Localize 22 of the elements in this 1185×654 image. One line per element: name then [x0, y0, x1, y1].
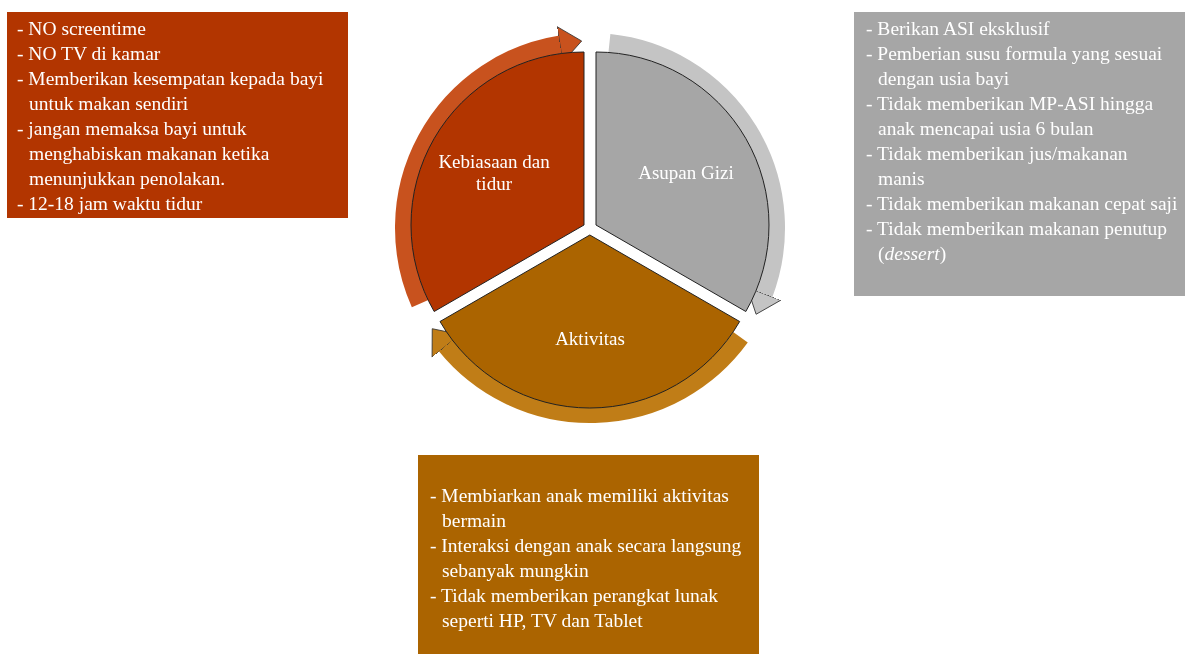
- bullet-item: - 12-18 jam waktu tidur: [17, 192, 204, 216]
- bullet-item: - Interaksi dengan anak secara langsung sebanyak mungkin: [430, 534, 743, 583]
- curved-arrow: [607, 34, 785, 316]
- bullet-item: - Tidak memberikan jus/makanan manis: [866, 142, 1129, 191]
- bullet-item: - Tidak memberikan makanan cepat saji: [866, 192, 1179, 216]
- text-box: [418, 455, 759, 654]
- bullet-item: - Tidak memberikan makanan penutup (dessert): [866, 217, 1169, 266]
- bullet-item: - Pemberian susu formula yang sesuai dengan usia bayi: [866, 42, 1164, 91]
- bullet-item: - Memberikan kesempatan kepada bayi untuk makan sendiri: [17, 67, 325, 116]
- text-box: [854, 12, 1185, 296]
- bullet-item: - jangan memaksa bayi untuk menghabiskan makanan ketika menunjukkan penolakan.: [17, 117, 271, 191]
- bullet-item: - Tidak memberikan perangkat lunak seperti HP, TV dan Tablet: [430, 584, 720, 633]
- bullet-item: - NO TV di kamar: [17, 42, 162, 66]
- bullet-item: - Berikan ASI eksklusif: [866, 17, 1051, 41]
- sector-label: Kebiasaan dan tidur: [437, 150, 551, 195]
- sector-label: Asupan Gizi: [637, 161, 735, 184]
- bullet-item: - Membiarkan anak memiliki aktivitas bermain: [430, 484, 730, 533]
- bullet-item: - NO screentime: [17, 17, 147, 41]
- sector-label: Aktivitas: [554, 327, 626, 350]
- curved-arrow: [395, 26, 582, 307]
- bullet-item: - Tidak memberikan MP-ASI hingga anak mencapai usia 6 bulan: [866, 92, 1155, 141]
- text-box: [7, 12, 348, 218]
